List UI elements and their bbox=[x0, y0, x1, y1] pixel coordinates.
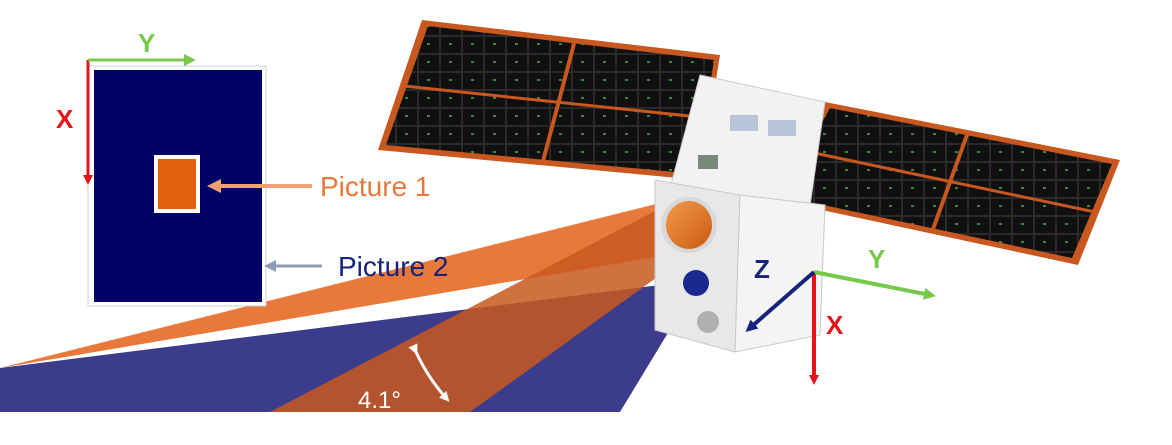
left-solar-panel bbox=[378, 20, 720, 180]
satellite-axis-y bbox=[813, 270, 936, 300]
satellite-axis-z-label: Z bbox=[754, 254, 770, 284]
satellite-axis-y-label: Y bbox=[868, 244, 885, 274]
right-solar-panel bbox=[775, 102, 1120, 265]
inset-axis-y-label: Y bbox=[138, 28, 155, 58]
satellite-axis-x-label: X bbox=[826, 310, 844, 340]
satellite-icon bbox=[378, 20, 1120, 353]
camera-lens-icon bbox=[661, 197, 719, 333]
picture-1-label: Picture 1 bbox=[320, 171, 431, 202]
orange-fov-beam bbox=[0, 198, 692, 412]
satellite-axis-z bbox=[745, 270, 816, 332]
inset-axis-x-label: X bbox=[56, 104, 74, 134]
fov-angle-label: 4.1° bbox=[358, 387, 401, 414]
double-arrow-curve-icon bbox=[408, 343, 450, 402]
picture-2-label: Picture 2 bbox=[338, 251, 449, 282]
picture-1-frame bbox=[158, 159, 196, 209]
